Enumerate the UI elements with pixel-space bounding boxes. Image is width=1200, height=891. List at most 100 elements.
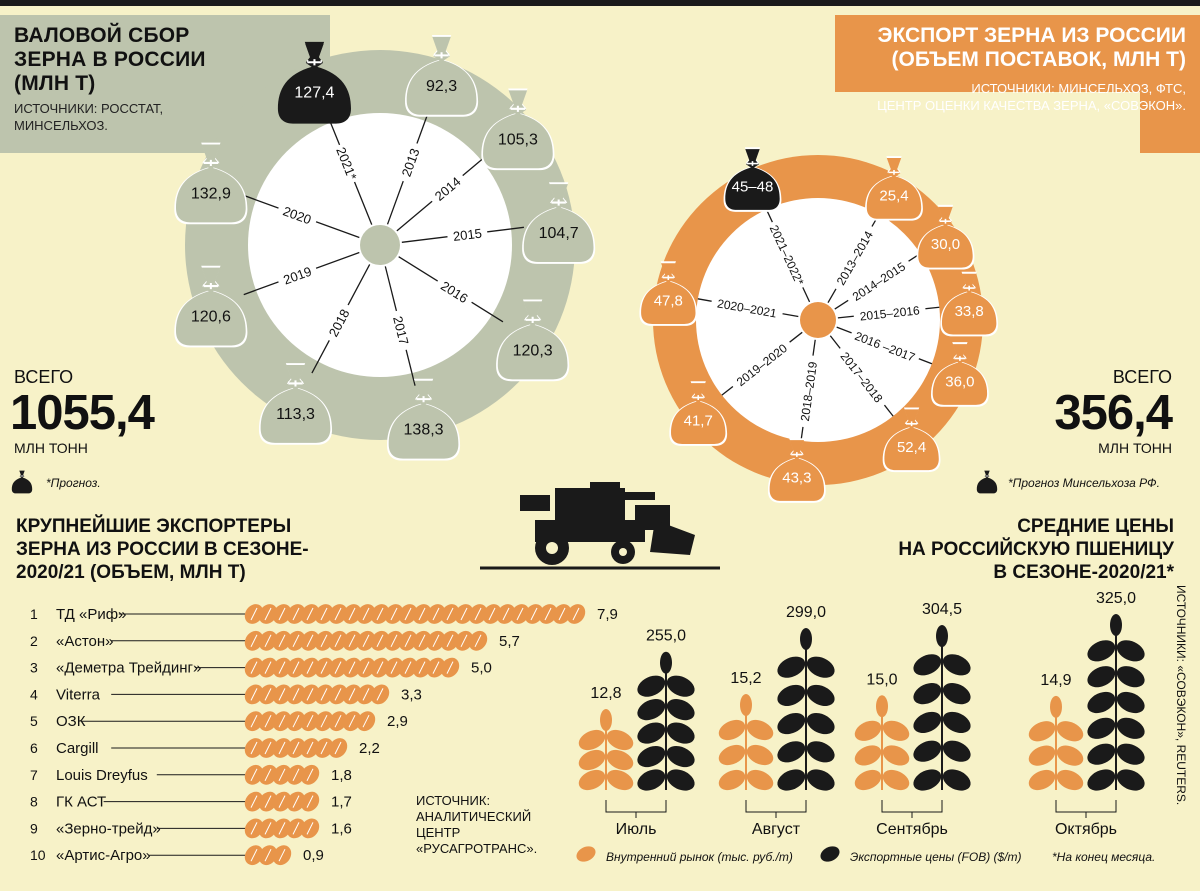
export-source-line: ЦЕНТР ОЦЕНКИ КАЧЕСТВА ЗЕРНА, «СОВЭКОН». xyxy=(877,98,1186,113)
wheat-domestic-icon xyxy=(854,695,910,791)
grain-crease xyxy=(306,607,314,621)
rank-number: 3 xyxy=(30,660,38,676)
value-label-domestic: 12,8 xyxy=(590,685,621,702)
prices-title: СРЕДНИЕ ЦЕНЫ НА РОССИЙСКУЮ ПШЕНИЦУ В СЕЗ… xyxy=(898,515,1174,584)
prices-title-line: В СЕЗОНЕ-2020/21* xyxy=(993,562,1174,583)
value-label: 25,4 xyxy=(879,187,908,204)
grain-crease xyxy=(292,741,300,755)
rank-number: 5 xyxy=(30,713,38,729)
grain-crease xyxy=(278,848,286,862)
export-source-line: ИСТОЧНИКИ: МИНСЕЛЬХОЗ, ФТС, xyxy=(971,81,1186,96)
grain-crease xyxy=(292,661,300,674)
value-label: 7,9 xyxy=(597,606,618,623)
grain-crease xyxy=(390,634,398,648)
wheat-domestic-icon xyxy=(578,709,634,791)
value-label: 43,3 xyxy=(782,470,811,487)
value-label: 45–48 xyxy=(732,179,774,196)
grain-crease xyxy=(292,607,300,621)
value-label: 0,9 xyxy=(303,847,324,864)
grain-crease xyxy=(390,661,398,674)
spoke-label-bg xyxy=(395,140,425,184)
grain-crease xyxy=(376,688,384,701)
grain-crease xyxy=(404,661,412,674)
season-label: 2015–2016 xyxy=(859,303,921,323)
grain-crease xyxy=(306,634,314,648)
grain-crease xyxy=(250,741,258,755)
grain-crease xyxy=(292,822,300,835)
grain-crease xyxy=(362,714,370,728)
spoke-label-bg xyxy=(322,301,356,345)
value-label: 132,9 xyxy=(191,185,231,202)
forecast-bag-icon-export xyxy=(976,470,998,494)
grain-crease xyxy=(320,607,328,621)
grain-crease xyxy=(306,714,314,728)
month-bracket xyxy=(745,800,807,813)
harvester-icon xyxy=(520,482,695,565)
grain-crease xyxy=(278,714,286,728)
grain-crease xyxy=(334,714,342,728)
value-label: 2,2 xyxy=(359,740,380,757)
rank-number: 6 xyxy=(30,740,38,756)
spoke-label-bg xyxy=(727,335,795,393)
rank-number: 2 xyxy=(30,633,38,649)
grain-crease xyxy=(292,795,300,808)
grain-crease xyxy=(348,607,356,621)
spoke-label-bg xyxy=(795,354,821,429)
exporter-name: «Артис-Агро» xyxy=(56,847,151,864)
grain-crease xyxy=(376,634,384,648)
value-label: 105,3 xyxy=(498,131,538,148)
spoke-label-bg xyxy=(848,325,922,367)
grain-crease xyxy=(502,607,510,621)
wheat-export-icon xyxy=(1087,614,1145,791)
grain-crease xyxy=(376,661,384,674)
grain-crease xyxy=(432,607,440,621)
grain-bag-fill xyxy=(405,35,478,116)
grain-crease xyxy=(264,795,272,808)
grain-crease xyxy=(516,607,524,621)
grain-crease xyxy=(278,661,286,674)
grain-crease xyxy=(278,607,286,621)
month-label: Июль xyxy=(616,821,657,838)
harvest-title: ВАЛОВОЙ СБОР ЗЕРНА В РОССИИ (МЛН Т) xyxy=(14,24,206,96)
grain-crease xyxy=(460,634,468,648)
grain-crease xyxy=(474,607,482,621)
grain-crease xyxy=(278,822,286,835)
grain-crease xyxy=(292,688,300,701)
value-label: 92,3 xyxy=(426,78,457,95)
harvest-title-line: ВАЛОВОЙ СБОР xyxy=(14,24,190,47)
grain-crease xyxy=(250,768,258,782)
value-label: 2,9 xyxy=(387,713,408,730)
spoke-label-bg xyxy=(843,254,913,308)
grain-crease xyxy=(390,607,398,621)
grain-crease xyxy=(292,714,300,728)
wheat-domestic-icon xyxy=(718,694,774,791)
value-label: 33,8 xyxy=(955,303,984,320)
legend-export-label: Экспортные цены (FOB) ($/т) xyxy=(850,850,1022,864)
harvest-ring xyxy=(185,50,575,440)
rank-number: 8 xyxy=(30,794,38,810)
grain-crease xyxy=(320,688,328,701)
grain-crease xyxy=(292,768,300,782)
forecast-bag-icon xyxy=(11,470,33,494)
rank-number: 7 xyxy=(30,767,38,783)
value-label: 1,6 xyxy=(331,820,352,837)
grain-crease xyxy=(264,688,272,701)
wheat-domestic-icon xyxy=(1028,695,1084,791)
value-label-export: 304,5 xyxy=(922,601,962,618)
grain-crease xyxy=(404,607,412,621)
value-label-export: 255,0 xyxy=(646,628,686,645)
wheat-export-icon xyxy=(913,625,971,791)
grain-crease xyxy=(432,661,440,674)
exporter-name: Cargill xyxy=(56,740,99,757)
grain-crease xyxy=(334,607,342,621)
value-label: 1,8 xyxy=(331,767,352,784)
harvest-total-label: ВСЕГО xyxy=(14,367,74,387)
grain-crease xyxy=(264,607,272,621)
grain-crease xyxy=(264,661,272,674)
wheat-export-icon xyxy=(777,628,835,791)
grain-crease xyxy=(446,607,454,621)
grain-crease xyxy=(264,634,272,648)
grain-crease xyxy=(334,688,342,701)
exporters-source-line: «РУСАГРОТРАНС». xyxy=(416,841,538,856)
exporters-source-line: ЦЕНТР xyxy=(416,825,461,840)
